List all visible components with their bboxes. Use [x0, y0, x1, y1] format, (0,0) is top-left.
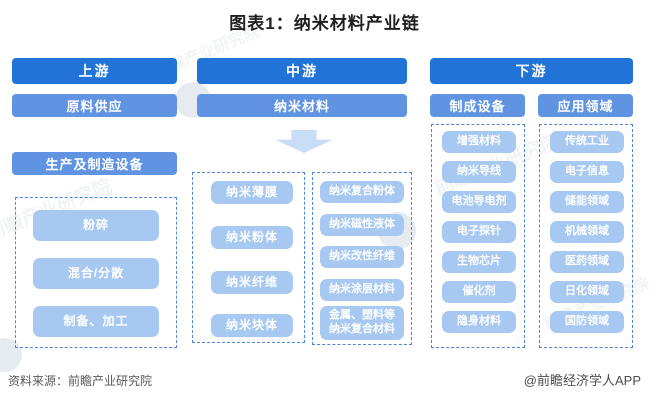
form-item: 纳米纤维 — [211, 271, 293, 294]
composite-item: 纳米复合粉体 — [320, 181, 404, 203]
application-item: 传统工业 — [550, 131, 624, 153]
downstream-header: 下游 — [430, 58, 633, 84]
upstream-header: 上游 — [12, 58, 177, 84]
equipment-item: 电池导电剂 — [442, 191, 516, 213]
source-note: 资料来源：前瞻产业研究院 — [8, 374, 153, 388]
midstream-forms-group: 纳米薄膜 纳米粉体 纳米纤维 纳米块体 — [192, 172, 305, 343]
application-item: 机械领域 — [550, 221, 624, 243]
upstream-equipment-header: 生产及制造设备 — [12, 152, 177, 175]
credit-note: @前瞻经济学人APP — [523, 373, 641, 388]
process-item: 混合/分散 — [33, 258, 159, 289]
composite-item: 金属、塑料等纳米复合材料 — [320, 306, 404, 340]
composite-item: 纳米改性纤维 — [320, 246, 404, 268]
form-item: 纳米薄膜 — [211, 181, 293, 204]
down-arrow-icon — [275, 130, 333, 153]
process-item: 粉碎 — [33, 210, 159, 241]
downstream-application-group: 传统工业 电子信息 储能领域 机械领域 医药领域 日化领域 国防领域 — [539, 124, 633, 348]
midstream-composites-group: 纳米复合粉体 纳米磁性液体 纳米改性纤维 纳米涂层材料 金属、塑料等纳米复合材料 — [312, 172, 412, 345]
midstream-product-box: 纳米材料 — [197, 94, 407, 117]
application-item: 国防领域 — [550, 311, 624, 333]
form-item: 纳米粉体 — [211, 226, 293, 249]
equipment-item: 纳米导线 — [442, 161, 516, 183]
equipment-item: 催化剂 — [442, 281, 516, 303]
upstream-supply-box: 原料供应 — [12, 94, 177, 117]
process-item: 制备、加工 — [33, 306, 159, 337]
equipment-item: 隐身材料 — [442, 311, 516, 333]
application-item: 日化领域 — [550, 281, 624, 303]
downstream-equipment-label: 制成设备 — [430, 94, 525, 117]
equipment-item: 生物芯片 — [442, 251, 516, 273]
form-item: 纳米块体 — [211, 314, 293, 337]
page-title: 图表1：纳米材料产业链 — [229, 14, 420, 33]
upstream-process-group: 粉碎 混合/分散 制备、加工 — [15, 197, 177, 348]
midstream-header: 中游 — [197, 58, 407, 84]
application-item: 电子信息 — [550, 161, 624, 183]
application-item: 储能领域 — [550, 191, 624, 213]
composite-item: 纳米涂层材料 — [320, 279, 404, 301]
equipment-item: 电子探针 — [442, 221, 516, 243]
composite-item: 纳米磁性液体 — [320, 214, 404, 236]
application-item: 医药领域 — [550, 251, 624, 273]
downstream-application-label: 应用领域 — [538, 94, 633, 117]
downstream-equipment-group: 增强材料 纳米导线 电池导电剂 电子探针 生物芯片 催化剂 隐身材料 — [431, 124, 525, 348]
equipment-item: 增强材料 — [442, 131, 516, 153]
